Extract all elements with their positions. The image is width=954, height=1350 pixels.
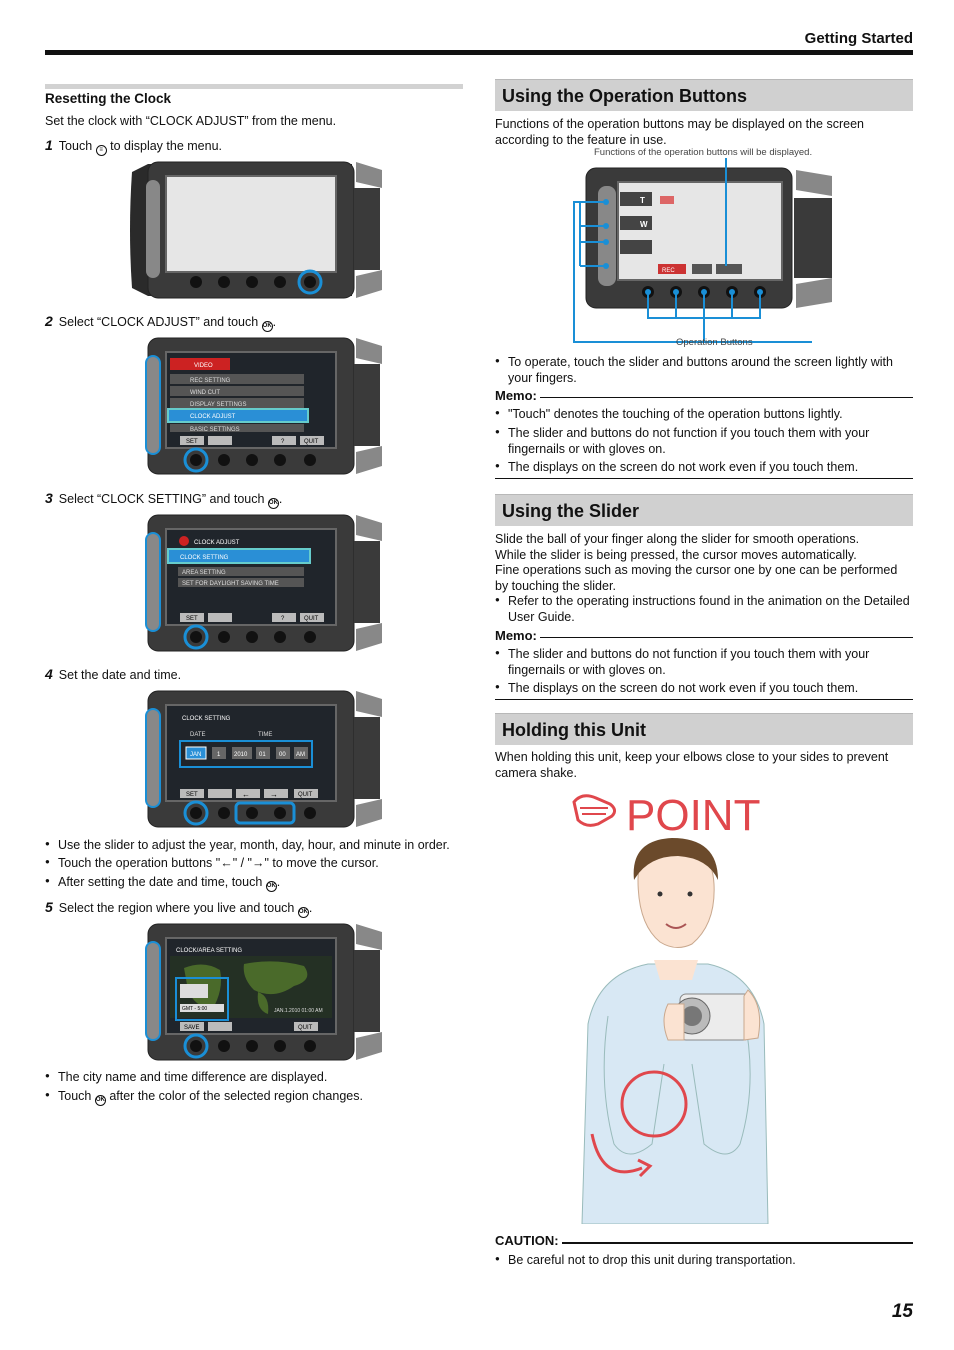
step5-bullet-1: The city name and time difference are di… (45, 1070, 327, 1086)
slider-heading: Using the Slider (495, 494, 913, 526)
camera-illustration-area-setting: CLOCK/AREA SETTING GMT - 5:00 JAN.1.2010… (124, 920, 386, 1064)
step-4: 4 Set the date and time. (45, 666, 182, 682)
svg-text:→: → (270, 790, 278, 799)
camera-illustration-clock-setting: CLOCK SETTING DATE TIME JAN 1 2010 01 00… (124, 687, 386, 831)
svg-text:SET: SET (186, 616, 198, 622)
step-1: 1 Touch ≡ to display the menu. (45, 137, 222, 156)
header-rule (45, 50, 913, 55)
ok-icon: OK (297, 907, 309, 918)
svg-text:←: ← (242, 790, 250, 799)
ok-icon: OK (267, 498, 279, 509)
caption-operation-buttons: Operation Buttons (676, 337, 753, 348)
slider-p3: Fine operations such as moving the curso… (495, 563, 898, 593)
step-5: 5 Select the region where you live and t… (45, 899, 312, 918)
svg-text:?: ? (281, 439, 285, 445)
memo-heading-1: Memo: (495, 388, 913, 404)
svg-text:QUIT: QUIT (304, 616, 319, 622)
svg-text:CLOCK/AREA SETTING: CLOCK/AREA SETTING (176, 948, 242, 954)
camera-illustration-menu-button (124, 158, 386, 302)
step4-bullet-3: After setting the date and time, touch O… (45, 875, 280, 892)
ok-icon: OK (94, 1095, 106, 1106)
svg-text:QUIT: QUIT (298, 1025, 313, 1031)
ok-icon: OK (265, 881, 277, 892)
memo-1-item-2: The slider and buttons do not function i… (495, 426, 913, 457)
svg-text:1: 1 (217, 752, 221, 758)
svg-text:REC: REC (662, 268, 675, 274)
memo-1-item-3: The displays on the screen do not work e… (495, 460, 913, 476)
memo-2-item-2: The displays on the screen do not work e… (495, 681, 913, 697)
svg-text:01: 01 (259, 752, 266, 758)
operation-buttons-diagram: T W REC (566, 158, 838, 344)
svg-text:REC SETTING: REC SETTING (190, 378, 231, 384)
camera-illustration-menu: VIDEO REC SETTING WIND CUT DISPLAY SETTI… (124, 334, 386, 478)
memo-1-rule (495, 478, 913, 479)
caution-heading: CAUTION: (495, 1233, 913, 1249)
svg-text:AM: AM (296, 752, 305, 758)
holding-text: When holding this unit, keep your elbows… (495, 750, 889, 780)
svg-text:AREA SETTING: AREA SETTING (182, 570, 226, 576)
slider-p1: Slide the ball of your finger along the … (495, 532, 860, 546)
hand-pointing-icon (572, 794, 617, 827)
svg-text:DISPLAY SETTINGS: DISPLAY SETTINGS (190, 402, 246, 408)
slider-p2: While the slider is being pressed, the c… (495, 548, 857, 562)
svg-text:GMT - 5:00: GMT - 5:00 (182, 1006, 207, 1012)
svg-text:BASIC SETTINGS: BASIC SETTINGS (190, 427, 240, 433)
svg-text:T: T (640, 196, 645, 205)
svg-text:JAN.1.2010 01:00 AM: JAN.1.2010 01:00 AM (274, 1008, 323, 1014)
step-3: 3 Select “CLOCK SETTING” and touch OK. (45, 490, 282, 509)
operation-buttons-intro: Functions of the operation buttons may b… (495, 117, 864, 147)
menu-icon: ≡ (95, 145, 107, 156)
step-2: 2 Select “CLOCK ADJUST” and touch OK. (45, 313, 276, 332)
section-header: Getting Started (804, 30, 913, 47)
slider-bullet: Refer to the operating instructions foun… (495, 594, 913, 625)
page-number: 15 (891, 1301, 913, 1322)
memo-2-rule (495, 699, 913, 700)
svg-text:SET: SET (186, 439, 198, 445)
operation-bullet: To operate, touch the slider and buttons… (495, 355, 913, 386)
svg-text:CLOCK SETTING: CLOCK SETTING (182, 716, 231, 722)
operation-buttons-heading: Using the Operation Buttons (495, 79, 913, 111)
svg-text:VIDEO: VIDEO (194, 363, 213, 369)
svg-text:JAN: JAN (190, 752, 201, 758)
svg-text:CLOCK ADJUST: CLOCK ADJUST (190, 414, 236, 420)
holding-heading: Holding this Unit (495, 713, 913, 745)
point-illustration: POINT (568, 784, 778, 1224)
svg-text:QUIT: QUIT (298, 792, 313, 798)
resetting-intro: Set the clock with “CLOCK ADJUST” from t… (45, 114, 337, 128)
svg-text:00: 00 (279, 752, 286, 758)
svg-text:2010: 2010 (234, 752, 248, 758)
step4-bullet-2: Touch the operation buttons "←" / "→" to… (45, 856, 379, 872)
svg-text:SAVE: SAVE (184, 1025, 200, 1031)
svg-text:TIME: TIME (258, 732, 272, 738)
svg-text:CLOCK SETTING: CLOCK SETTING (180, 555, 229, 561)
caution-item: Be careful not to drop this unit during … (495, 1253, 913, 1269)
svg-text:WIND CUT: WIND CUT (190, 390, 220, 396)
memo-heading-2: Memo: (495, 628, 913, 644)
step-number: 1 (45, 137, 53, 153)
svg-text:SET: SET (186, 792, 198, 798)
memo-1-item-1: "Touch" denotes the touching of the oper… (495, 407, 913, 423)
caption-functions: Functions of the operation buttons will … (594, 147, 813, 158)
memo-2-item-1: The slider and buttons do not function i… (495, 647, 913, 678)
section-bar (45, 84, 463, 89)
svg-text:?: ? (281, 616, 285, 622)
step5-bullet-2: Touch OK after the color of the selected… (45, 1089, 363, 1106)
step4-bullet-1: Use the slider to adjust the year, month… (45, 838, 450, 854)
resetting-clock-title: Resetting the Clock (45, 91, 172, 106)
svg-text:W: W (640, 220, 648, 229)
camera-illustration-clock-adjust: CLOCK ADJUST CLOCK SETTING AREA SETTING … (124, 511, 386, 655)
point-label: POINT (626, 791, 760, 840)
svg-text:DATE: DATE (190, 732, 206, 738)
svg-text:CLOCK ADJUST: CLOCK ADJUST (194, 540, 240, 546)
svg-text:QUIT: QUIT (304, 439, 319, 445)
ok-icon: OK (261, 321, 273, 332)
svg-text:SET FOR DAYLIGHT SAVING TIME: SET FOR DAYLIGHT SAVING TIME (182, 581, 279, 587)
